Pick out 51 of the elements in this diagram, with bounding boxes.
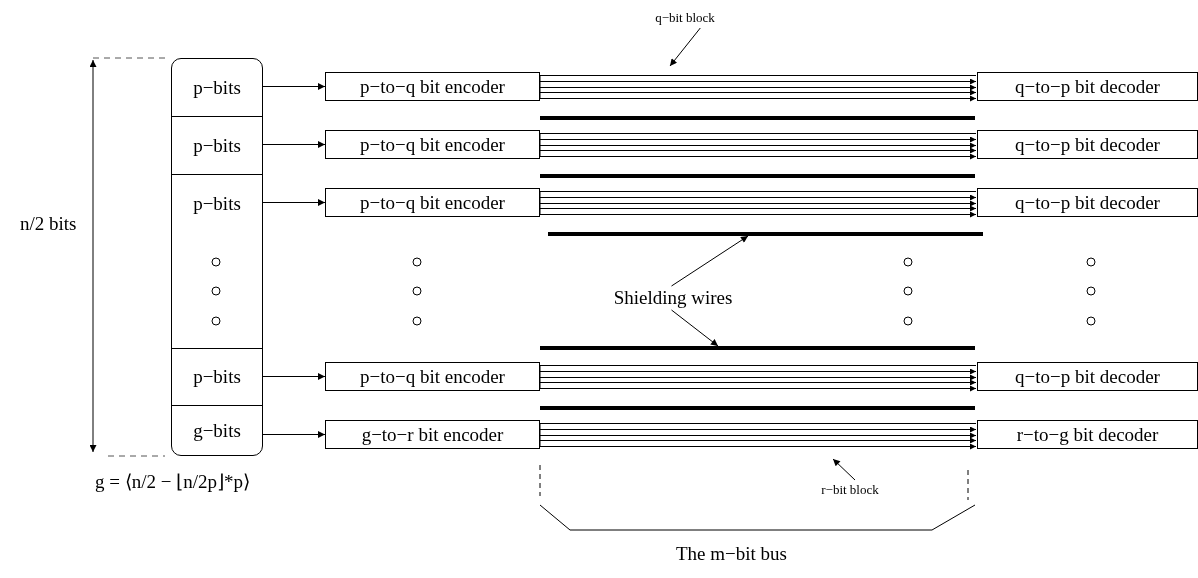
wire-bundle (539, 422, 977, 450)
shielding-wire (548, 232, 983, 236)
wire-bundle (539, 364, 977, 392)
block-label: p−bits (193, 134, 241, 157)
arrow (261, 141, 326, 148)
decoder-block (977, 420, 1198, 449)
decoder-block (977, 362, 1198, 391)
leader-arrow (669, 27, 701, 67)
arrow (261, 199, 326, 206)
block-label: p−to−q bit encoder (360, 75, 505, 98)
shielding-wire (540, 346, 975, 350)
block-label: p−bits (193, 76, 241, 99)
annotation-text: r−bit block (800, 480, 900, 500)
formula: g = ⟨n/2 − ⌊n/2p⌋*p⟩ (95, 470, 250, 493)
annotation-text: Shielding wires (598, 286, 748, 310)
decoder-block (977, 188, 1198, 217)
block-label: p−to−q bit encoder (360, 365, 505, 388)
encoder-block (325, 130, 540, 159)
block-label: p−bits (193, 366, 241, 388)
encoder-block (325, 420, 540, 449)
wire-bundle (539, 74, 977, 102)
arrow (261, 373, 326, 380)
bit-group-column (171, 58, 263, 456)
block-label: p−to−q bit encoder (360, 133, 505, 156)
encoder-block (325, 188, 540, 217)
block-label: g−bits (193, 419, 241, 442)
decoder-block (977, 72, 1198, 101)
shielding-wire (540, 406, 975, 410)
block-label: r−to−g bit decoder (1016, 423, 1159, 446)
arrow (261, 431, 326, 438)
leader-arrow (671, 309, 719, 347)
wire-bundle (539, 132, 977, 160)
shielding-wire (540, 116, 975, 120)
decoder-block (977, 130, 1198, 159)
block-label: q−to−p bit decoder (1015, 75, 1160, 98)
arrow (261, 83, 326, 90)
encoder-block (325, 72, 540, 101)
annotation-text: q−bit block (640, 8, 730, 28)
block-label: p−bits (193, 192, 241, 215)
leader-arrow (832, 458, 856, 481)
wire-bundle (539, 190, 977, 218)
encoder-block (325, 362, 540, 391)
block-label: q−to−p bit decoder (1015, 133, 1160, 156)
bus-label: The m−bit bus (676, 543, 787, 565)
block-label: q−to−p bit decoder (1015, 191, 1160, 214)
leader-arrow (671, 235, 749, 287)
shielding-wire (540, 174, 975, 178)
block-label: q−to−p bit decoder (1015, 365, 1160, 388)
block-label: g−to−r bit encoder (361, 423, 504, 446)
dimension-label: n/2 bits (20, 213, 77, 235)
block-label: p−to−q bit encoder (360, 191, 505, 214)
